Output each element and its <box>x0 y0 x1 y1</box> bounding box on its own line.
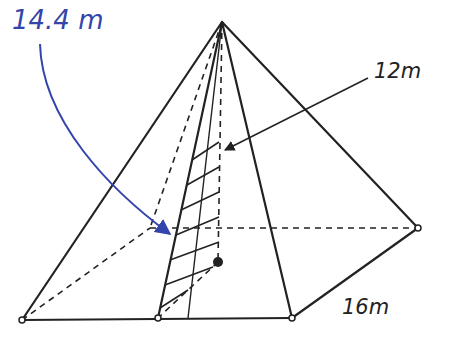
dimension-label: 14.4 m <box>12 6 103 35</box>
pyramid-edges <box>22 22 418 320</box>
hatching <box>160 142 219 308</box>
hidden-edges <box>22 22 418 320</box>
vertex-dot <box>155 315 161 321</box>
vertex-dot <box>415 225 421 231</box>
leader-arrow <box>40 44 170 234</box>
vertex-dot <box>19 317 25 323</box>
dimension-label: 16m <box>342 296 389 319</box>
base-center-dot <box>213 257 223 267</box>
dimension-label: 12m <box>374 60 421 83</box>
vertex-dot <box>289 315 295 321</box>
leader-line <box>225 78 368 150</box>
